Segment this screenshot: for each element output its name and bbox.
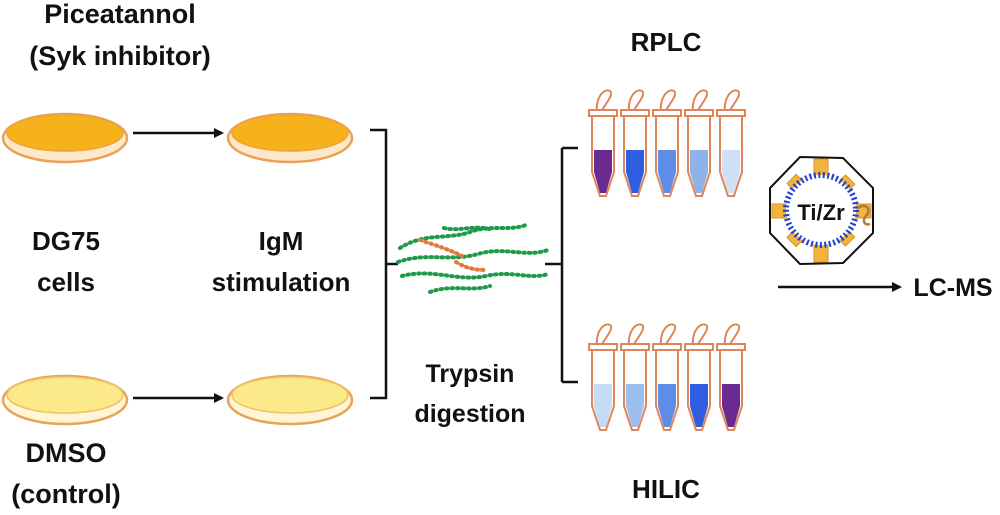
- trypsin-label-line2: digestion: [414, 400, 525, 428]
- rplc-tube-2: [620, 89, 650, 197]
- rplc-tube-1: [588, 89, 618, 197]
- rplc-tube-4: [684, 89, 714, 197]
- bead-label: Ti/Zr: [797, 200, 845, 225]
- rplc-fraction-tubes: [588, 89, 746, 197]
- bracket-merge: [370, 128, 398, 400]
- cells-label-line2: cells: [37, 267, 95, 297]
- stimulation-label-line2: stimulation: [212, 267, 351, 297]
- rplc-label: RPLC: [631, 27, 702, 57]
- trypsin-label-line1: Trypsin: [426, 360, 515, 388]
- dish-control-right: [226, 374, 354, 426]
- inhibitor-label-line1: Piceatannol: [44, 0, 196, 29]
- stimulation-label-line1: IgM: [259, 226, 304, 256]
- hilic-tube-4: [684, 323, 714, 431]
- ti-zr-bead-icon: Ti/Zr: [769, 155, 874, 266]
- dish-inhibitor-left: [1, 112, 129, 164]
- output-label: LC-MS: [913, 274, 992, 302]
- bracket-split: [545, 146, 578, 384]
- rplc-tube-5: [716, 89, 746, 197]
- cells-label-line1: DG75: [32, 226, 100, 256]
- peptide-mixture-icon: [396, 222, 550, 294]
- hilic-label: HILIC: [632, 474, 700, 504]
- hilic-tube-1: [588, 323, 618, 431]
- dish-control-left: [1, 374, 129, 426]
- hilic-tube-5: [716, 323, 746, 431]
- hilic-tube-3: [652, 323, 682, 431]
- inhibitor-label-line2: (Syk inhibitor): [29, 41, 211, 71]
- rplc-tube-3: [652, 89, 682, 197]
- hilic-tube-2: [620, 323, 650, 431]
- control-label-line2: (control): [11, 479, 120, 509]
- hilic-fraction-tubes: [588, 323, 746, 431]
- dish-inhibitor-right: [226, 112, 354, 164]
- control-label-line1: DMSO: [26, 438, 107, 468]
